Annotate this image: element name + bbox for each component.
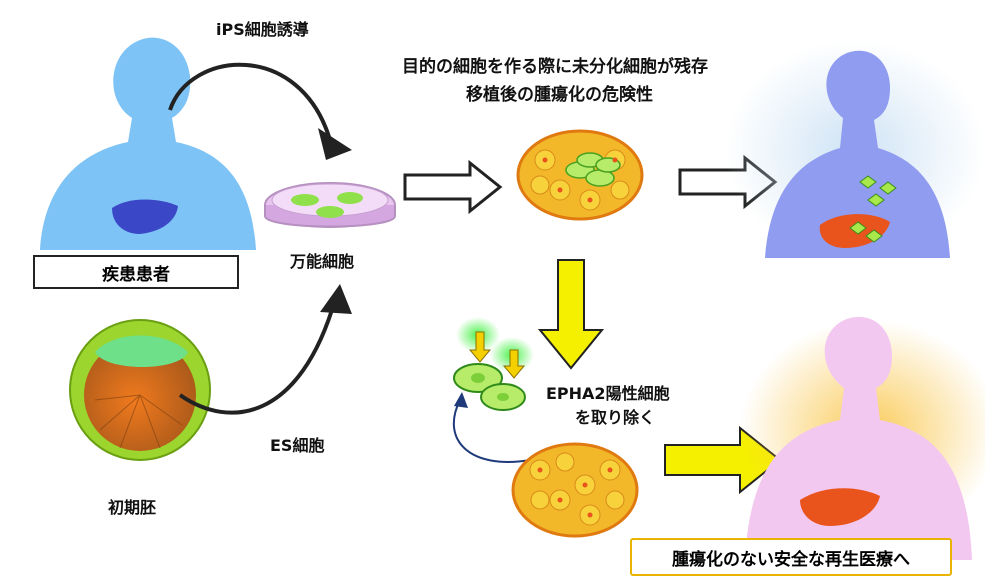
pluripotent-label: 万能細胞 — [290, 252, 355, 271]
embryo-label: 初期胚 — [108, 498, 157, 517]
es-arrow-icon — [178, 299, 337, 415]
risk-line-2: 移植後の腫瘍化の危険性 — [466, 85, 653, 105]
ips-arrow-icon — [168, 62, 332, 141]
patient-figure — [40, 37, 256, 250]
epha2-line-1: EPHA2陽性細胞 — [546, 384, 670, 403]
petri-dish-icon — [264, 182, 396, 228]
epha2-cells-icon — [453, 317, 534, 411]
hollow-arrow-1-icon — [403, 159, 503, 215]
embryo-icon — [69, 319, 211, 461]
epha2-line-2: を取り除く — [575, 408, 656, 427]
healthy-person-figure — [740, 316, 985, 560]
cell-cluster-top-icon — [516, 129, 644, 221]
goal-label: 腫瘍化のない安全な再生医療へ — [630, 538, 952, 576]
es-arrow-head-icon — [320, 284, 352, 314]
patient-label: 疾患患者 — [33, 255, 239, 289]
yellow-down-arrow-icon — [537, 259, 605, 370]
ips-label: iPS細胞誘導 — [216, 20, 309, 39]
patient-liver-icon — [112, 199, 178, 234]
cell-cluster-bottom-icon — [511, 442, 639, 538]
healthy-liver-icon — [800, 488, 880, 526]
risk-line-1: 目的の細胞を作る際に未分化細胞が残存 — [402, 57, 708, 77]
tumor-person-figure — [725, 40, 985, 260]
removal-arrow-icon — [452, 399, 531, 463]
ips-arrow-head-icon — [318, 128, 352, 160]
es-label: ES細胞 — [270, 436, 325, 455]
